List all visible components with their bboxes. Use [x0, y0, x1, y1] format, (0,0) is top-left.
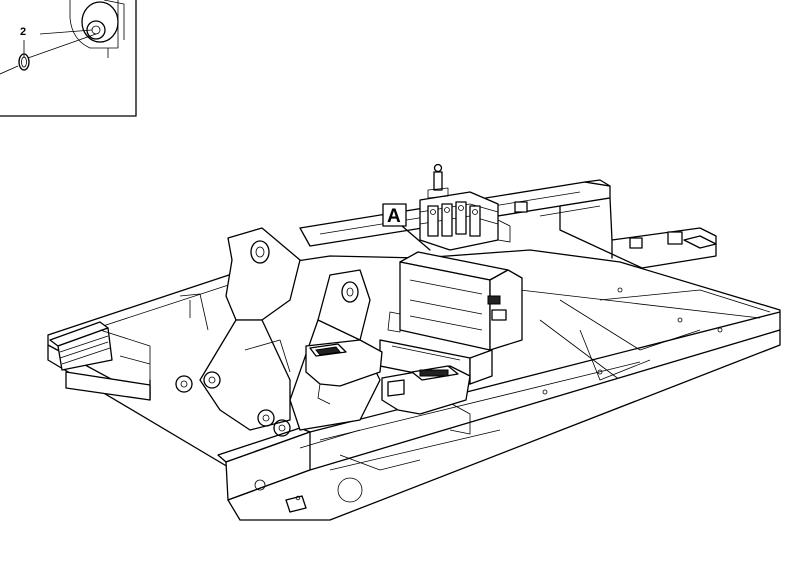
machine-frame [47, 163, 781, 521]
callout-a: A [382, 203, 431, 251]
left-pedal [305, 339, 383, 405]
callout-leader [401, 225, 431, 251]
callout-box [382, 203, 407, 227]
callout-label: A [387, 206, 401, 227]
leader-line [23, 33, 97, 59]
item-number-label: 2 [20, 26, 26, 38]
inset-fitting [69, 0, 125, 58]
detail-inset: 2 [0, 0, 137, 117]
front-beam [217, 311, 781, 521]
right-pedal [381, 365, 471, 435]
left-step [49, 321, 151, 401]
control-valve [419, 163, 511, 251]
